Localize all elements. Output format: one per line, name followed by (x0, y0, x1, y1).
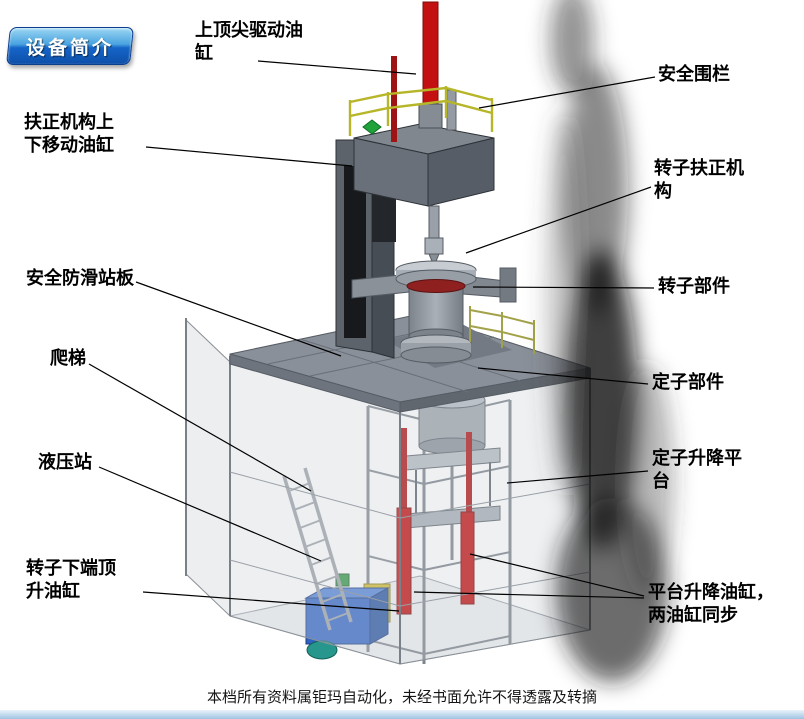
label-rotor-component: 转子部件 (658, 276, 730, 296)
top-tip-drive-cylinder (391, 1, 457, 142)
rotor-assembly (351, 205, 517, 364)
bottom-edge-strip (0, 710, 804, 719)
safety-fence-railing (348, 86, 494, 136)
title-badge-label: 设备简介 (25, 37, 114, 59)
indicator-diamond (362, 119, 382, 135)
label-ladder: 爬梯 (50, 348, 86, 368)
label-centering-move-cylinder: 扶正机构上 下移动油缸 (24, 112, 114, 156)
label-rotor-centering: 转子扶正机 构 (654, 158, 744, 202)
mid-railing (469, 306, 535, 354)
leader-lines (88, 60, 656, 612)
label-stator-component: 定子部件 (652, 372, 724, 392)
title-badge: 设备简介 (6, 27, 134, 65)
hydraulic-station-unit (304, 573, 391, 660)
label-hydraulic-station: 液压站 (38, 452, 92, 472)
ladder-structure (282, 467, 353, 631)
copyright-notice: 本档所有资料属钜玛自动化，未经书面允许不得透露及转摘 (206, 690, 597, 706)
label-antislip-platform: 安全防滑站板 (26, 268, 134, 288)
label-safety-fence: 安全围栏 (658, 64, 730, 84)
label-rotor-jack-cylinder: 转子下端顶 升油缸 (26, 558, 116, 602)
ink-smudge (546, 0, 674, 682)
top-crosshead (353, 123, 495, 207)
label-platform-lift-cylinders: 平台升降油缸， 两油缸同步 (648, 582, 774, 626)
label-top-tip-cylinder: 上顶尖驱动油 缸 (195, 20, 303, 64)
label-stator-lift-platform: 定子升降平 台 (652, 448, 742, 492)
